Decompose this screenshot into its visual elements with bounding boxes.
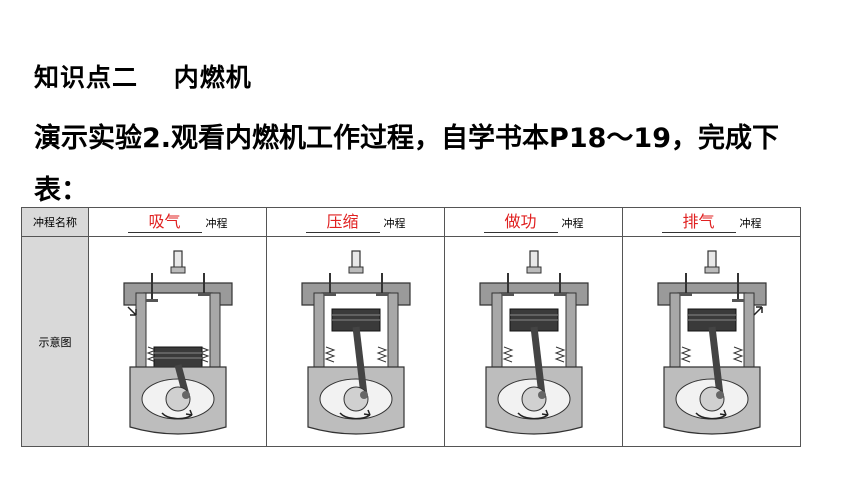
stroke-name-cell: 压缩冲程 (266, 207, 445, 237)
compression-stroke-engine-icon (300, 249, 411, 435)
stroke-name-cell: 排气冲程 (622, 207, 801, 237)
stroke-table: 冲程名称 吸气冲程 压缩冲程 做功冲程 排气冲程 示意图 (21, 207, 801, 447)
row-header-stroke-name: 冲程名称 (21, 207, 89, 237)
stroke-name-row: 冲程名称 吸气冲程 压缩冲程 做功冲程 排气冲程 (21, 207, 801, 237)
diagram-cell (622, 236, 801, 447)
stroke-suffix: 冲程 (739, 216, 762, 230)
power-stroke-engine-icon (478, 249, 589, 435)
diagram-cell (266, 236, 445, 447)
intake-stroke-engine-icon (122, 249, 233, 435)
stroke-suffix: 冲程 (383, 216, 406, 230)
stroke-name-cell: 做功冲程 (444, 207, 623, 237)
stroke-answer: 做功 (483, 212, 558, 233)
exhaust-stroke-engine-icon (656, 249, 767, 435)
stroke-answer: 吸气 (127, 212, 202, 233)
row-header-diagram: 示意图 (21, 236, 89, 447)
stroke-suffix: 冲程 (561, 216, 584, 230)
section-heading: 知识点二 内燃机 (34, 63, 252, 92)
stroke-answer: 排气 (661, 212, 736, 233)
stroke-suffix: 冲程 (205, 216, 228, 230)
diagram-cell (444, 236, 623, 447)
stroke-name-cell: 吸气冲程 (88, 207, 267, 237)
diagram-cell (88, 236, 267, 447)
diagram-row: 示意图 (21, 236, 801, 447)
instruction-text: 演示实验2.观看内燃机工作过程，自学书本P18～19，完成下表： (34, 123, 779, 206)
stroke-answer: 压缩 (305, 212, 380, 233)
